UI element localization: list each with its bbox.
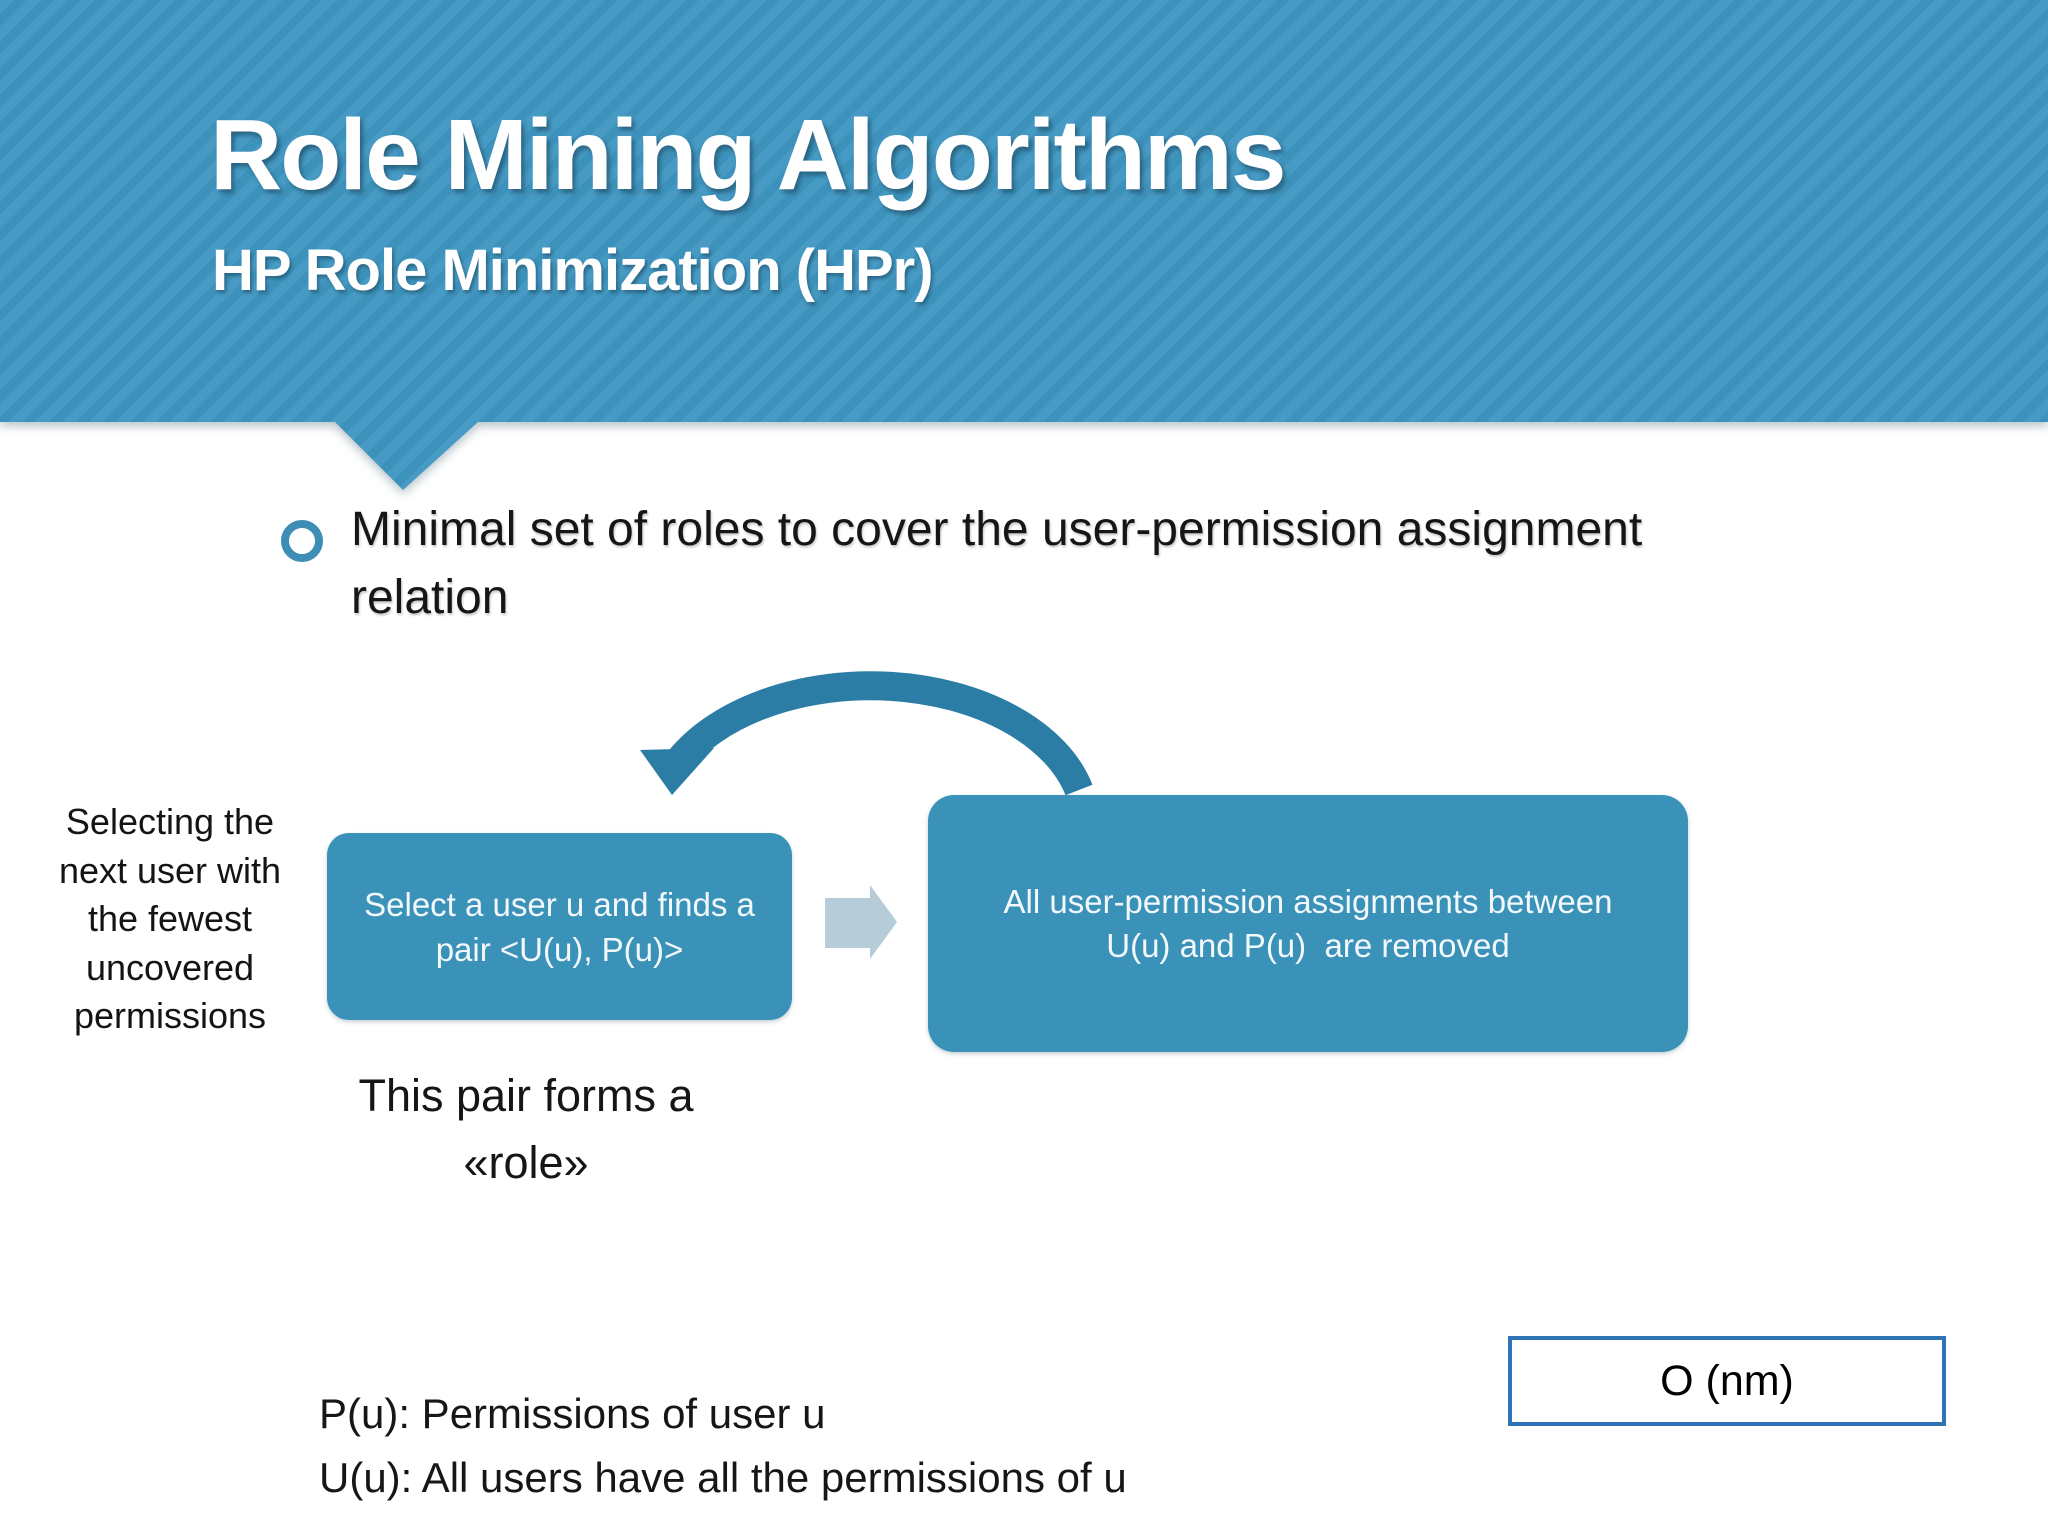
side-note-line-1: Selecting the	[65, 801, 275, 842]
flow-step2-box: All user-permission assignments between …	[928, 795, 1688, 1052]
side-note-line-2: next user with	[58, 849, 282, 891]
definition-pu: P(u): Permissions of user u	[319, 1390, 826, 1437]
bullet-line-1: Minimal set of roles to cover the user-p…	[351, 503, 1643, 556]
complexity-badge: O (nm)	[1508, 1336, 1946, 1426]
step2-line-1: All user-permission assignments between	[1003, 882, 1613, 920]
step1-line-1: Select a user u and finds a	[364, 885, 755, 923]
definitions: P(u): Permissions of user u U(u): All us…	[319, 1382, 1127, 1510]
right-arrow-icon	[825, 885, 897, 959]
bullet-circle-icon	[281, 520, 323, 562]
page-subtitle: HP Role Minimization (HPr)	[212, 238, 934, 303]
definition-uu: U(u): All users have all the permissions…	[319, 1454, 1127, 1501]
pair-caption-line-2: «role»	[463, 1137, 589, 1188]
complexity-label: O (nm)	[1660, 1356, 1794, 1405]
side-note-line-4: uncovered	[85, 946, 255, 988]
side-note-line-5: permissions	[73, 995, 267, 1037]
flow-step1-box: Select a user u and finds a pair <U(u), …	[327, 833, 792, 1020]
page-title: Role Mining Algorithms	[210, 99, 1286, 211]
bullet-text: Minimal set of roles to cover the user-p…	[351, 496, 1811, 632]
step2-line-2: U(u) and P(u) are removed	[1106, 926, 1510, 964]
pair-caption-line-1: This pair forms a	[358, 1070, 694, 1121]
loop-arrow-icon	[640, 671, 1093, 796]
pair-role-caption: This pair forms a «role»	[326, 1062, 726, 1196]
side-note-line-3: the fewest	[87, 898, 253, 940]
banner-striped-background	[0, 0, 2048, 490]
title-banner	[0, 0, 2048, 490]
step1-line-2: pair <U(u), P(u)>	[435, 930, 684, 968]
side-note: Selecting the next user with the fewest …	[28, 798, 312, 1041]
bullet-line-2: relation	[351, 571, 509, 624]
